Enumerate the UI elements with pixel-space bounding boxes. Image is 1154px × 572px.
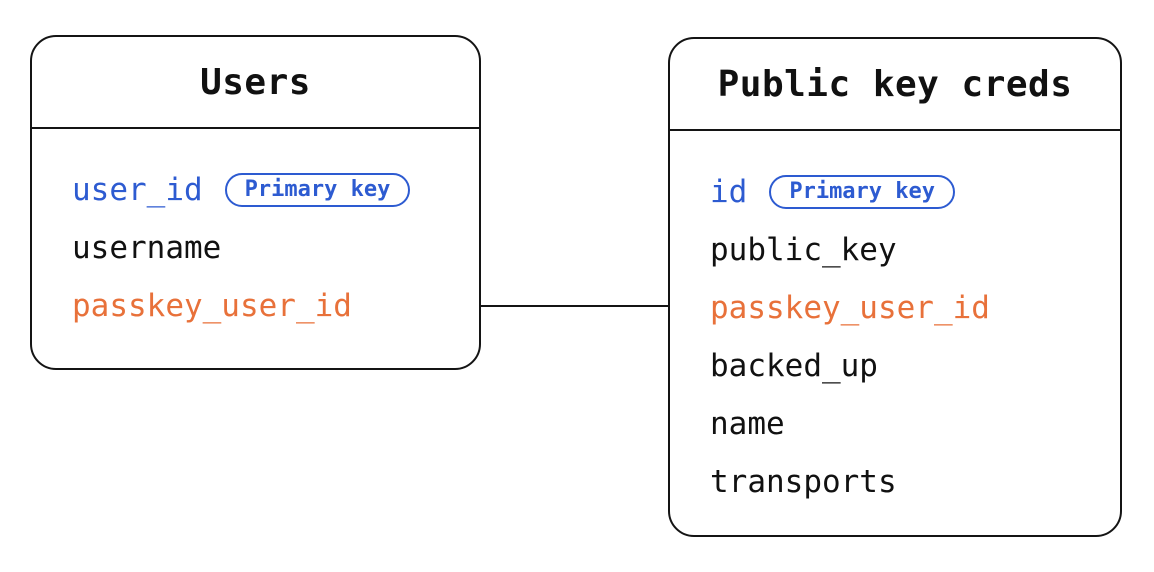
primary-key-badge: Primary key (224, 173, 411, 207)
table-public-key-creds-header: Public key creds (670, 39, 1120, 131)
table-users-header: Users (32, 37, 479, 129)
field-name: backed_up (710, 348, 878, 384)
field-name: public_key (710, 232, 897, 268)
relationship-line-passkey-user-id (481, 305, 669, 307)
table-public-key-creds: Public key creds id Primary key public_key… (668, 37, 1122, 537)
field-name: id (710, 174, 748, 210)
table-users-title: Users (200, 61, 311, 103)
field-row-user_id: user_id Primary key (72, 161, 469, 219)
field-row-username: username (72, 219, 469, 277)
field-name: user_id (72, 172, 203, 208)
field-row-backed_up: backed_up (710, 337, 1110, 395)
field-row-name: name (710, 395, 1110, 453)
field-row-id: id Primary key (710, 163, 1110, 221)
field-row-passkey_user_id: passkey_user_id (72, 277, 469, 335)
field-name: name (710, 406, 785, 442)
field-name: username (72, 230, 222, 266)
field-name: passkey_user_id (710, 290, 990, 326)
field-name: transports (710, 464, 897, 500)
table-public-key-creds-title: Public key creds (717, 63, 1073, 105)
primary-key-badge: Primary key (769, 175, 956, 209)
field-row-public_key: public_key (710, 221, 1110, 279)
field-row-passkey_user_id: passkey_user_id (710, 279, 1110, 337)
field-name: passkey_user_id (72, 288, 352, 324)
field-row-transports: transports (710, 453, 1110, 511)
